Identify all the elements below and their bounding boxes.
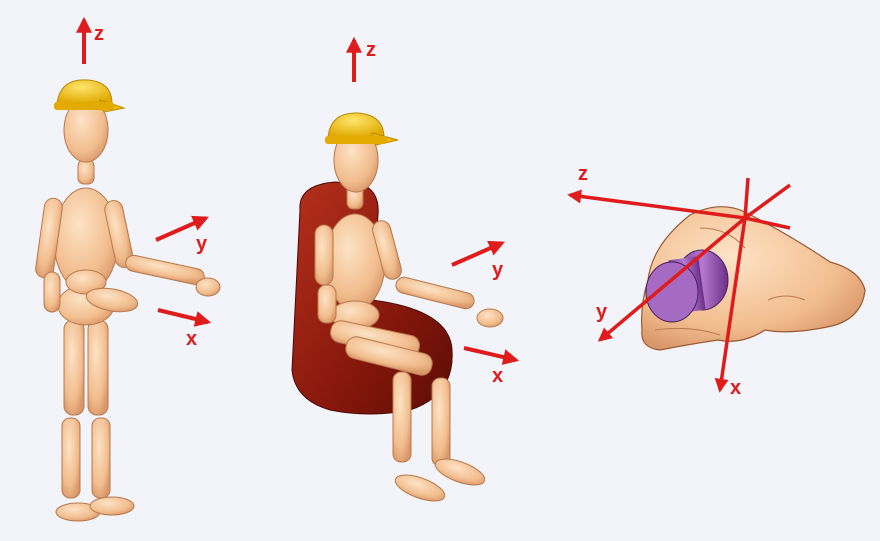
seated-y-label: y xyxy=(492,259,504,281)
standing-z-label: z xyxy=(94,23,104,45)
hand-x-label: x xyxy=(730,377,741,399)
seated-x-label: x xyxy=(492,365,503,387)
hand-z-label: z xyxy=(578,163,588,185)
standing-y-label: y xyxy=(196,233,208,255)
hand-y-label: y xyxy=(596,301,608,323)
seated-z-label: z xyxy=(366,39,376,61)
standing-x-label: x xyxy=(186,328,197,350)
